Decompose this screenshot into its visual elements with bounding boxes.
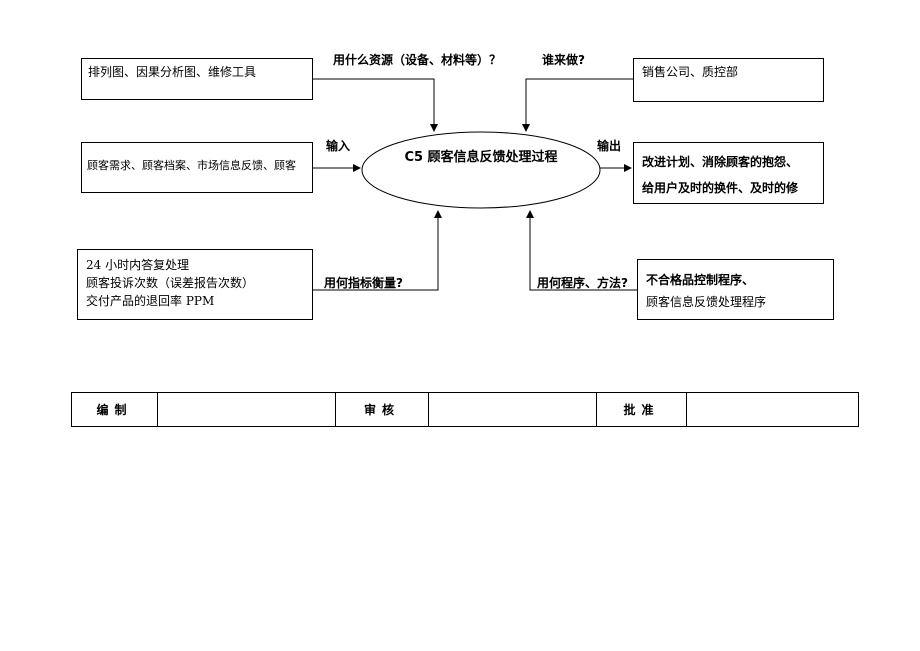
who-box: 销售公司、质控部 (633, 58, 824, 102)
who-answer: 销售公司、质控部 (642, 65, 739, 79)
metrics-line-1: 24 小时内答复处理 (86, 258, 190, 272)
metrics-box: 24 小时内答复处理 顾客投诉次数（误差报告次数） 交付产品的退回率 PPM (77, 249, 313, 320)
resources-answer: 排列图、因果分析图、维修工具 (88, 65, 257, 79)
who-question: 谁来做? (542, 53, 585, 67)
input-box: 顾客需求、顾客档案、市场信息反馈、顾客 (81, 142, 313, 193)
reviewed-label: 审核 (335, 392, 429, 427)
resources-arrow (313, 78, 438, 132)
output-line-1: 改进计划、消除顾客的抱怨、 (642, 155, 799, 169)
methods-line-2: 顾客信息反馈处理程序 (646, 295, 767, 309)
approved-label: 批准 (596, 392, 687, 427)
output-line-2: 给用户及时的换件、及时的修 (642, 181, 799, 195)
metrics-line-2: 顾客投诉次数（误差报告次数） (86, 276, 255, 290)
process-ellipse (361, 131, 601, 209)
process-title: C5 顾客信息反馈处理过程 (404, 150, 558, 165)
prepared-label: 编制 (71, 392, 158, 427)
methods-question: 用何程序、方法? (537, 276, 628, 290)
signoff-table: 编制 审核 批准 (71, 392, 859, 427)
metrics-question: 用何指标衡量? (324, 276, 403, 290)
approved-field[interactable] (686, 392, 859, 427)
prepared-field[interactable] (157, 392, 336, 427)
input-content: 顾客需求、顾客档案、市场信息反馈、顾客 (87, 159, 296, 172)
output-label: 输出 (597, 139, 622, 153)
resources-box: 排列图、因果分析图、维修工具 (81, 58, 313, 100)
resources-question: 用什么资源（设备、材料等）？ (333, 53, 502, 67)
input-label: 输入 (326, 139, 351, 153)
methods-line-1: 不合格品控制程序、 (646, 273, 755, 287)
methods-box: 不合格品控制程序、 顾客信息反馈处理程序 (637, 259, 834, 320)
metrics-arrow (313, 210, 442, 291)
methods-arrow (526, 210, 637, 291)
output-box: 改进计划、消除顾客的抱怨、 给用户及时的换件、及时的修 (633, 142, 824, 204)
reviewed-field[interactable] (428, 392, 597, 427)
who-arrow (522, 78, 633, 132)
metrics-line-3: 交付产品的退回率 PPM (86, 294, 215, 308)
